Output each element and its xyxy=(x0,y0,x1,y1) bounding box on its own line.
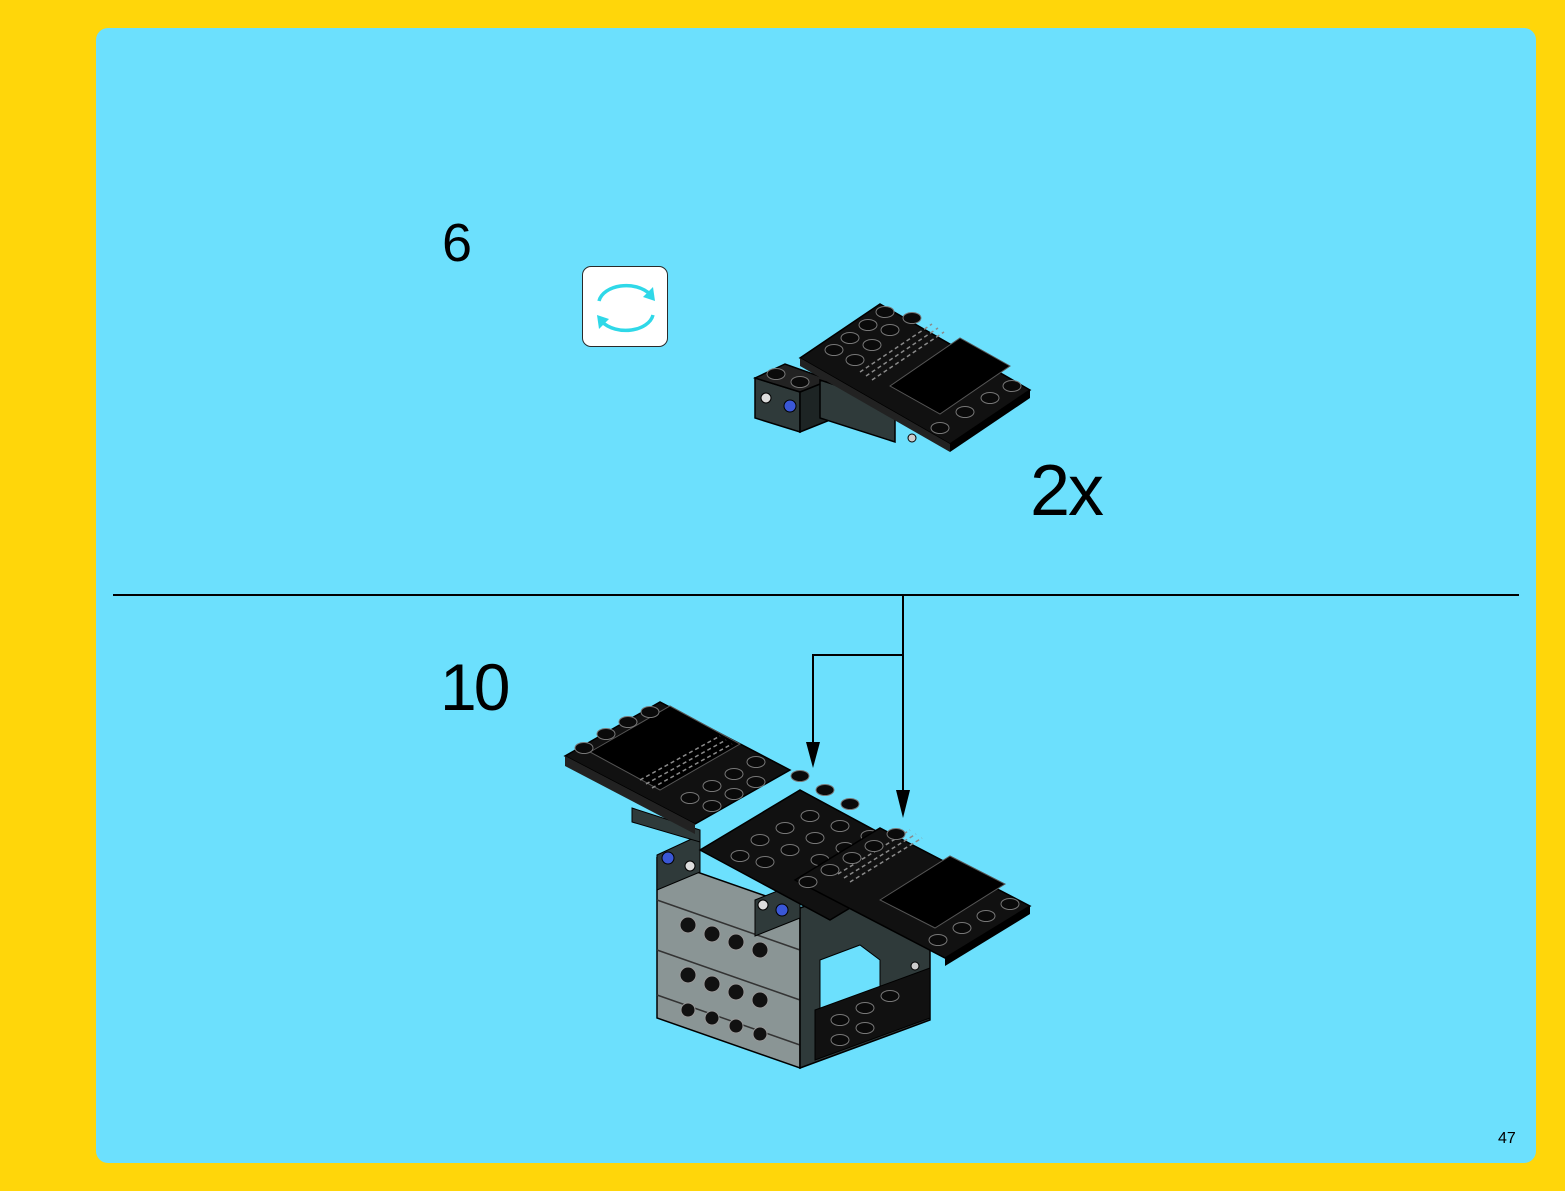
rotate-model-icon xyxy=(597,283,655,333)
placement-arrow-icon xyxy=(812,596,904,800)
main-model xyxy=(563,701,1032,1070)
sub-assembly-model xyxy=(752,303,1032,452)
arrow-head-right xyxy=(896,790,910,818)
page-number: 47 xyxy=(1498,1130,1516,1147)
step-divider xyxy=(113,594,1519,596)
step-number-6: 6 xyxy=(442,213,473,273)
rotate-model-callout xyxy=(582,266,668,347)
step-number-10: 10 xyxy=(440,650,510,724)
arrow-head-left xyxy=(806,742,820,768)
quantity-multiplier: 2x xyxy=(1030,451,1104,531)
